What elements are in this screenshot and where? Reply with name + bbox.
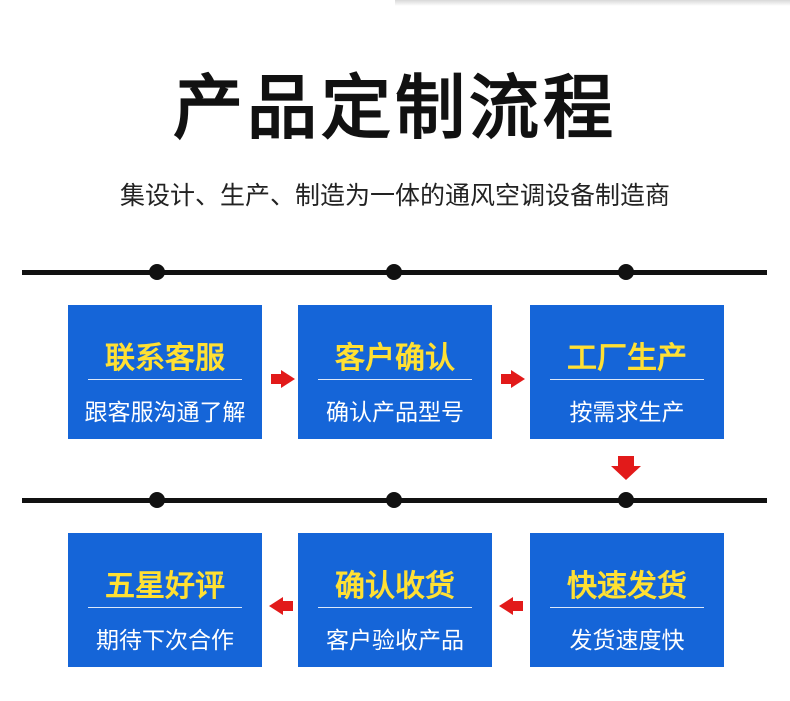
arrow-down-icon: [611, 456, 641, 480]
top-shadow: [395, 0, 790, 6]
step-divider: [550, 379, 704, 380]
step-card-review: 五星好评 期待下次合作: [68, 533, 262, 667]
timeline-dot: [149, 492, 165, 508]
step-divider: [318, 379, 472, 380]
step-title: 工厂生产: [567, 341, 687, 376]
timeline-dot: [618, 264, 634, 280]
timeline-dot: [386, 264, 402, 280]
step-title: 五星好评: [105, 569, 225, 604]
arrow-left-icon: [499, 597, 523, 615]
arrow-right-icon: [271, 370, 295, 388]
timeline-dot: [149, 264, 165, 280]
step-title: 联系客服: [105, 341, 225, 376]
step-desc: 确认产品型号: [326, 400, 464, 426]
page-subtitle: 集设计、生产、制造为一体的通风空调设备制造商: [119, 181, 670, 210]
step-divider: [550, 607, 704, 608]
timeline-dot: [618, 492, 634, 508]
step-card-receipt: 确认收货 客户验收产品: [298, 533, 492, 667]
step-card-production: 工厂生产 按需求生产: [530, 305, 724, 439]
arrow-right-icon: [501, 370, 525, 388]
page-title: 产品定制流程: [173, 67, 617, 149]
step-desc: 发货速度快: [569, 628, 685, 654]
step-card-shipping: 快速发货 发货速度快: [530, 533, 724, 667]
step-divider: [88, 379, 242, 380]
step-desc: 按需求生产: [569, 400, 685, 426]
step-divider: [318, 607, 472, 608]
step-title: 客户确认: [335, 341, 455, 376]
step-divider: [88, 607, 242, 608]
step-desc: 期待下次合作: [96, 628, 234, 654]
step-card-confirm: 客户确认 确认产品型号: [298, 305, 492, 439]
step-card-contact: 联系客服 跟客服沟通了解: [68, 305, 262, 439]
step-desc: 跟客服沟通了解: [84, 400, 246, 426]
timeline-dot: [386, 492, 402, 508]
step-desc: 客户验收产品: [326, 628, 464, 654]
step-title: 快速发货: [567, 569, 687, 604]
step-title: 确认收货: [335, 569, 455, 604]
arrow-left-icon: [269, 597, 293, 615]
